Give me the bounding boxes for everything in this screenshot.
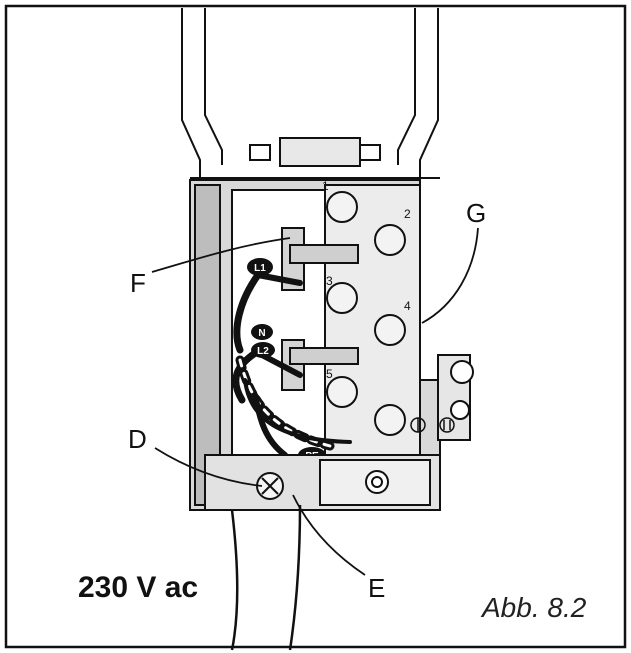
voltage-label: 230 V ac	[78, 571, 198, 604]
terminal-number-1: 1	[322, 179, 329, 193]
terminal-number-3: 3	[326, 274, 333, 288]
screw-1-icon	[326, 191, 358, 223]
wire-tag-l1: L1	[247, 258, 273, 276]
terminal-number-2: 2	[404, 207, 411, 221]
screw-3-icon	[326, 282, 358, 314]
terminal-number-5: 5	[326, 367, 333, 381]
figure-caption: Abb. 8.2	[480, 592, 587, 623]
terminal-screws	[326, 191, 406, 436]
cable	[230, 504, 302, 651]
bracket-screw-icon	[450, 360, 474, 384]
svg-text:L2: L2	[257, 346, 269, 357]
callout-d: D	[128, 424, 147, 454]
earth-ground-icon	[410, 417, 455, 433]
callout-e: E	[368, 573, 385, 603]
leader-e	[292, 494, 366, 576]
wire-bundle	[252, 392, 288, 458]
leader-f	[151, 237, 291, 273]
wire-l1-end	[255, 272, 303, 286]
leader-g	[421, 227, 479, 324]
bracket-hole-icon	[450, 400, 470, 420]
svg-text:N: N	[258, 328, 265, 339]
leader-d	[154, 447, 263, 487]
connector-bars	[281, 227, 359, 391]
terminal-number-4: 4	[404, 299, 411, 313]
wire-l1	[233, 271, 262, 354]
callout-leaders	[151, 227, 479, 576]
wire-tag-l2: L2	[251, 342, 275, 358]
wire-n	[243, 378, 352, 444]
upper-housing	[181, 8, 440, 179]
screw-2-icon	[374, 224, 406, 256]
screw-5-icon	[326, 376, 358, 408]
callout-g: G	[466, 198, 486, 228]
svg-text:L1: L1	[254, 263, 266, 274]
wire-tag-n: N	[251, 324, 273, 340]
screw-pe-icon	[374, 404, 406, 436]
wire-l2-end	[259, 352, 303, 378]
callout-f: F	[130, 268, 146, 298]
screw-4-icon	[374, 314, 406, 346]
